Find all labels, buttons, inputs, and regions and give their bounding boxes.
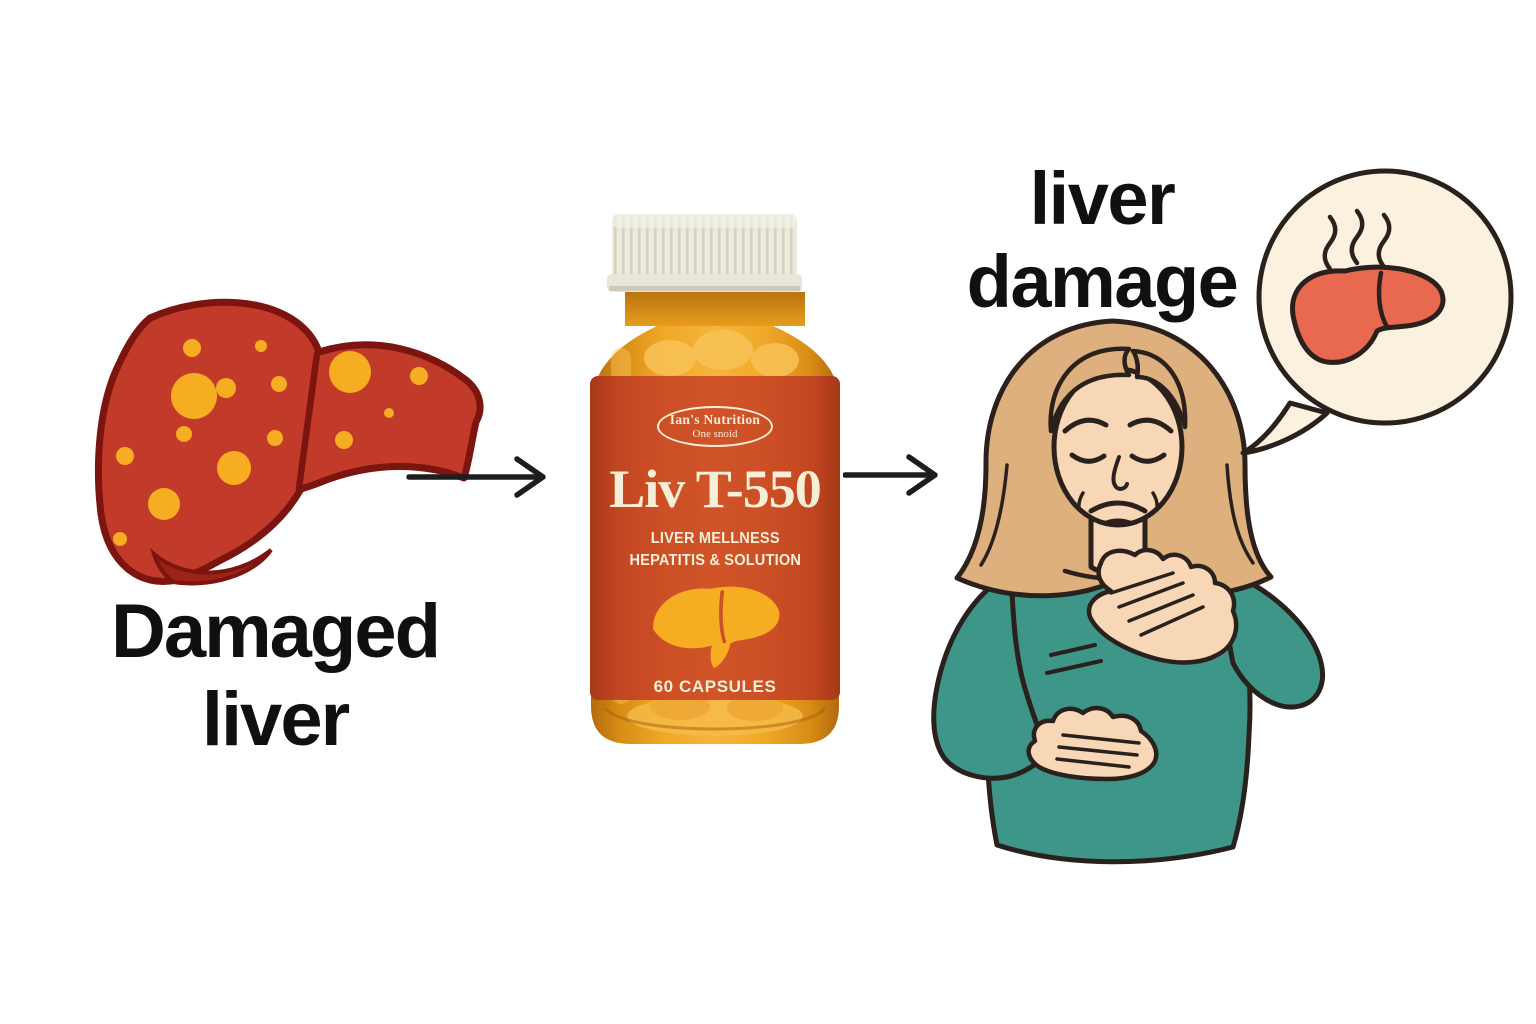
eyebrows — [1062, 417, 1174, 434]
brand-name: Ian's Nutrition — [669, 412, 761, 428]
heading-line-2: damage — [966, 239, 1239, 323]
frown-mouth — [1088, 500, 1148, 514]
bubble-liver-icon — [1290, 264, 1446, 365]
liver-body — [94, 298, 484, 585]
arrow-right-icon — [406, 456, 546, 498]
closed-eyes — [1069, 452, 1167, 464]
bottle-neck — [625, 292, 805, 326]
sick-woman-illustration — [931, 318, 1326, 865]
subtitle-line-2: HEPATITIS & SOLUTION — [629, 552, 801, 570]
damaged-liver-caption: Damaged liver — [72, 588, 478, 764]
label-liver-icon — [653, 586, 780, 668]
subtitle-line-1: LIVER MELLNESS — [650, 529, 780, 547]
bubble-tail — [1240, 400, 1330, 456]
supplement-bottle: Ian's Nutrition One snoid Liv T-550 LIVE… — [585, 208, 845, 753]
damaged-liver-icon — [94, 298, 484, 586]
brand-tagline: One snoid — [692, 427, 738, 440]
brand-logo: Ian's Nutrition One snoid — [657, 406, 773, 447]
hand-on-belly — [1026, 705, 1159, 782]
heading-line-1: liver — [1029, 157, 1176, 240]
liver-underside-fold — [150, 548, 273, 586]
liver-damage-spots — [113, 339, 428, 546]
product-name: Liv T-550 — [609, 459, 822, 519]
sweater-fold-lines — [1045, 643, 1103, 675]
cheek-lines — [1077, 491, 1159, 511]
arrow-right-icon — [843, 454, 938, 496]
liver-damage-heading: liver damage — [902, 157, 1302, 324]
liver-crease — [295, 350, 321, 492]
speech-bubble — [1240, 168, 1514, 456]
caption-line-2: liver — [201, 677, 350, 763]
caption-line-1: Damaged — [110, 589, 441, 674]
capsule-count: 60 CAPSULES — [653, 676, 777, 696]
face-features — [1062, 417, 1174, 525]
bottle-label: Ian's Nutrition One snoid Liv T-550 LIVE… — [590, 376, 840, 700]
hair-fringe — [1048, 346, 1188, 434]
nose — [1111, 455, 1129, 491]
left-sleeve — [931, 570, 1050, 781]
bottle-cap — [607, 214, 802, 292]
lower-lip — [1103, 518, 1133, 525]
steam-icon — [1322, 208, 1392, 272]
label-subtitle: LIVER MELLNESS HEPATITIS & SOLUTION — [629, 528, 801, 573]
hair-strand-lines — [979, 463, 1255, 567]
right-sleeve — [1222, 568, 1326, 710]
hand-on-chest — [1086, 547, 1239, 665]
